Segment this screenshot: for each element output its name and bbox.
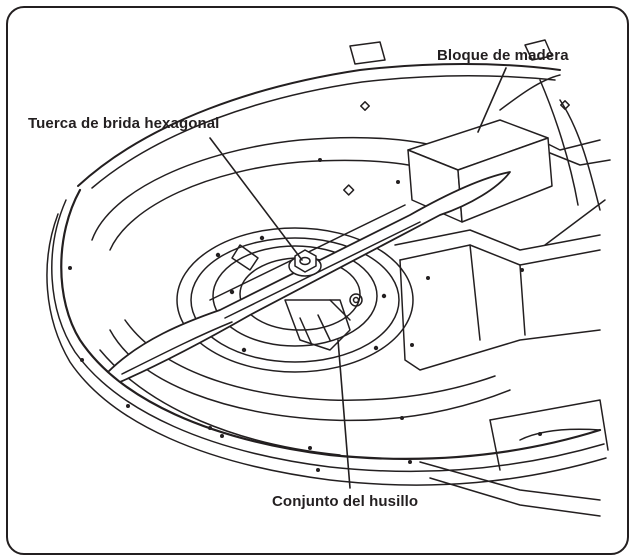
spindle-housing bbox=[176, 227, 414, 373]
deck-bracket bbox=[349, 41, 386, 65]
hex-flange-nut bbox=[288, 249, 322, 277]
housing-bolts bbox=[215, 235, 387, 353]
illustration-frame bbox=[6, 6, 629, 555]
rim-rivets bbox=[68, 266, 412, 472]
label-hex-flange-nut: Tuerca de brida hexagonal bbox=[28, 115, 220, 132]
leader-spindle bbox=[337, 339, 351, 489]
lower-frame bbox=[419, 461, 601, 501]
deck-outer-rim bbox=[60, 188, 602, 460]
deck-top-edge bbox=[77, 63, 561, 187]
leader-wood-block bbox=[477, 67, 507, 133]
leader-hex-nut bbox=[209, 137, 303, 261]
deck-bowl bbox=[91, 136, 451, 241]
label-wood-block: Bloque de madera bbox=[437, 47, 569, 64]
spindle-internals bbox=[284, 299, 351, 351]
label-spindle-assembly: Conjunto del husillo bbox=[272, 493, 419, 510]
